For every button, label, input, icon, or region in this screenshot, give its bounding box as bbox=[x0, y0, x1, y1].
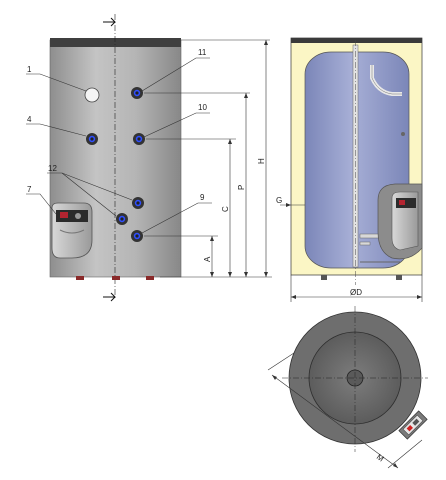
callout-11: 11 bbox=[198, 48, 207, 57]
callout-leaders bbox=[26, 57, 212, 234]
sensor-well bbox=[401, 132, 405, 136]
section-heater-unit bbox=[360, 183, 423, 263]
port-9 bbox=[131, 230, 143, 242]
dimension-lines-front bbox=[144, 39, 272, 278]
section-top-cap bbox=[291, 38, 422, 43]
inspection-port bbox=[84, 87, 100, 103]
callout-1: 1 bbox=[27, 65, 32, 74]
section-arrow-bottom bbox=[103, 292, 116, 302]
tank-top-cap bbox=[50, 38, 181, 47]
lower-inlet-stub bbox=[359, 241, 371, 246]
electric-heater-control-unit bbox=[51, 202, 93, 259]
dim-G-arrow bbox=[286, 203, 291, 207]
dim-label-H: H bbox=[257, 158, 266, 164]
section-foot-right bbox=[396, 275, 402, 280]
dimension-arrowheads-front bbox=[210, 40, 268, 277]
foot-left bbox=[76, 276, 84, 280]
section-view: G ØD bbox=[276, 37, 423, 302]
callout-10: 10 bbox=[198, 103, 207, 112]
front-view: 1 4 7 12 11 10 9 A C P H bbox=[26, 14, 272, 302]
foot-right bbox=[146, 276, 154, 280]
dim-label-C: C bbox=[221, 206, 230, 212]
dim-label-G: G bbox=[276, 196, 282, 205]
dim-label-A: A bbox=[203, 256, 212, 262]
callout-12: 12 bbox=[48, 164, 57, 173]
callout-9: 9 bbox=[200, 193, 205, 202]
dim-label-M: M bbox=[375, 452, 386, 463]
port-12-upper bbox=[132, 197, 144, 209]
port-4 bbox=[86, 133, 98, 145]
top-control-box bbox=[398, 410, 428, 440]
port-11 bbox=[131, 87, 143, 99]
section-foot-left bbox=[321, 275, 327, 280]
dim-label-P: P bbox=[237, 185, 246, 190]
dim-label-D: ØD bbox=[350, 288, 362, 297]
callout-4: 4 bbox=[27, 115, 32, 124]
top-view: M bbox=[267, 306, 428, 469]
callout-7: 7 bbox=[27, 185, 32, 194]
port-10 bbox=[133, 133, 145, 145]
section-arrow-top bbox=[103, 17, 116, 27]
dim-M-lines bbox=[267, 352, 423, 469]
dim-D-lines bbox=[290, 275, 423, 302]
foot-middle bbox=[112, 276, 120, 280]
port-12-lower bbox=[116, 213, 128, 225]
